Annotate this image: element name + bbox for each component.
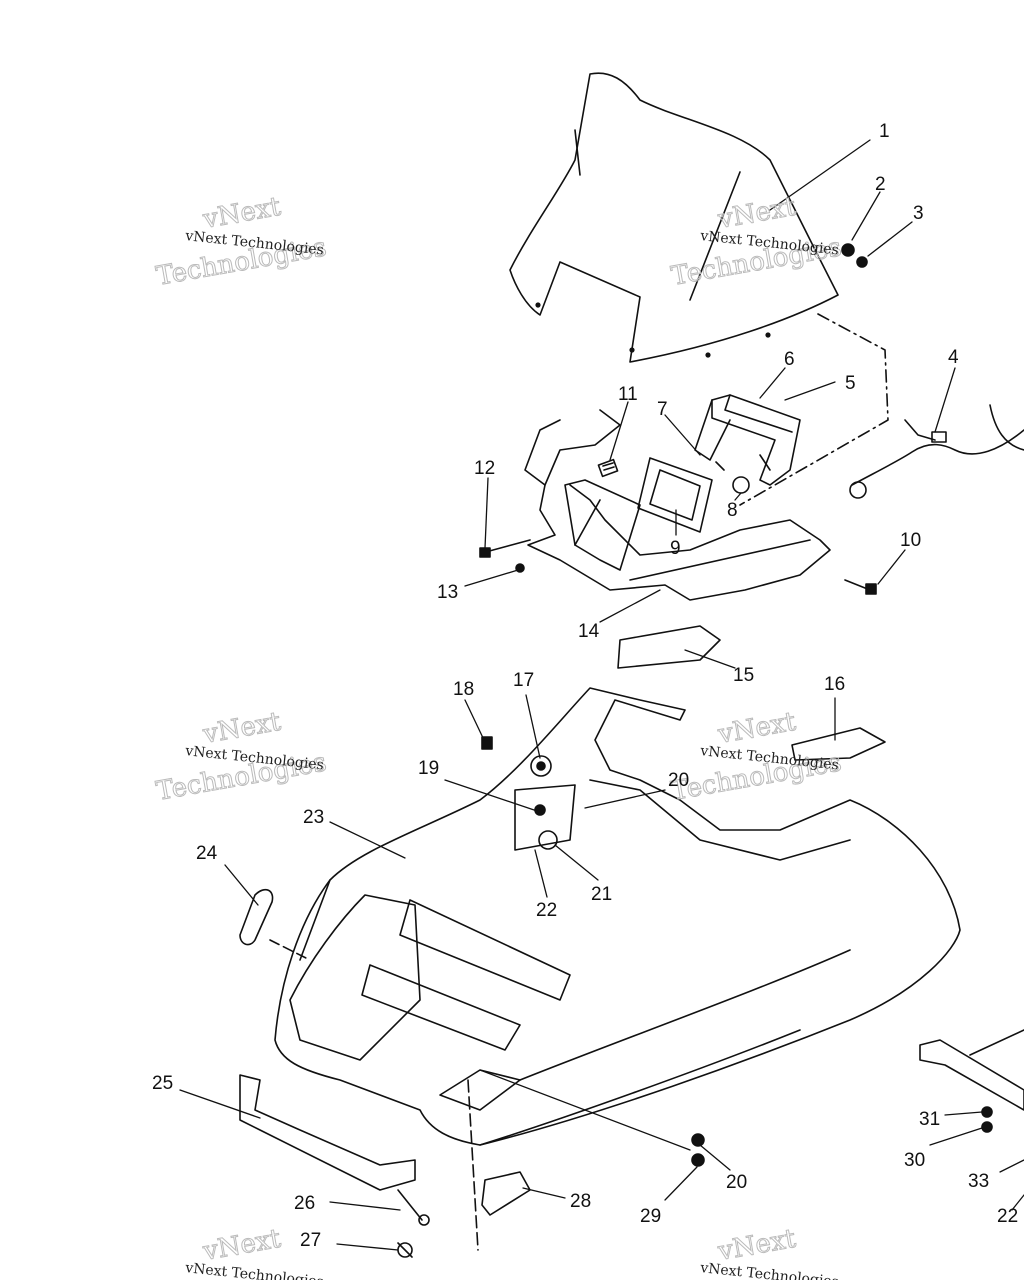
svg-text:vNext: vNext	[200, 707, 283, 750]
callout-labels: 1 2 3 4 5 6 7 8 9 10 11 12 13 14 15 16 1…	[152, 121, 1018, 1251]
callout-23: 23	[303, 807, 324, 828]
watermark-bottom-right: vNext vNext Technologies	[699, 1223, 840, 1280]
windshield	[509, 72, 839, 363]
spring	[597, 458, 619, 478]
svg-text:vNext: vNext	[715, 192, 798, 235]
callout-3: 3	[913, 203, 924, 224]
svg-text:vNext Technologies: vNext Technologies	[699, 1260, 840, 1280]
callout-28: 28	[570, 1191, 591, 1212]
callout-22-lower: 22	[997, 1206, 1018, 1227]
callout-6: 6	[784, 349, 795, 370]
callout-16: 16	[824, 674, 845, 695]
callout-8: 8	[727, 500, 738, 521]
svg-text:vNext Technologies: vNext Technologies	[184, 1260, 325, 1280]
callout-33: 33	[968, 1171, 989, 1192]
watermark-mid-right: vNext Technologies vNext Technologies	[669, 706, 845, 807]
headlight-bulb	[715, 461, 750, 494]
wiring-harness	[849, 404, 1024, 499]
callout-5: 5	[845, 373, 856, 394]
callout-25: 25	[152, 1073, 173, 1094]
lock-nut	[691, 1133, 705, 1167]
grab-handle	[239, 888, 274, 946]
cover-plate-2	[791, 727, 886, 761]
headlamp	[637, 457, 713, 533]
callout-20-lower: 20	[726, 1172, 747, 1193]
svg-text:vNext: vNext	[715, 707, 798, 750]
callout-29: 29	[640, 1206, 661, 1227]
windshield-nut	[841, 243, 868, 268]
front-bumper-bracket	[239, 1074, 416, 1191]
callout-18: 18	[453, 679, 474, 700]
callout-24: 24	[196, 843, 218, 864]
callout-2: 2	[875, 174, 886, 195]
callout-7: 7	[657, 399, 668, 420]
callout-13: 13	[437, 582, 458, 603]
screw-bolt	[479, 539, 877, 595]
callout-27: 27	[300, 1230, 321, 1251]
hood	[274, 687, 961, 1146]
headlight-bracket	[524, 409, 831, 601]
alignment-line-28	[467, 1079, 479, 1251]
callout-1: 1	[879, 121, 890, 142]
svg-text:vNext: vNext	[200, 192, 283, 235]
callout-26: 26	[294, 1193, 315, 1214]
headlight-housing	[694, 394, 801, 486]
cover-plate	[617, 625, 721, 669]
watermark-top-left: vNext Technologies vNext Technologies	[154, 191, 330, 292]
callout-30: 30	[904, 1150, 925, 1171]
pivot-pin	[397, 1189, 430, 1226]
retainer-clip	[397, 1242, 413, 1258]
callout-19: 19	[418, 758, 439, 779]
hood-latch	[481, 736, 576, 851]
callout-4: 4	[948, 347, 959, 368]
callout-17: 17	[513, 670, 534, 691]
svg-text:vNext: vNext	[715, 1224, 798, 1267]
leader-lines	[179, 139, 1024, 1251]
callout-11: 11	[618, 384, 638, 405]
watermark-top-right: vNext Technologies vNext Technologies	[669, 191, 845, 292]
callout-31: 31	[919, 1109, 940, 1130]
callout-9: 9	[670, 538, 681, 559]
alignment-line-24	[269, 939, 311, 961]
callout-15: 15	[733, 665, 754, 686]
callout-14: 14	[578, 621, 600, 642]
callout-10: 10	[900, 530, 921, 551]
callout-20: 20	[668, 770, 689, 791]
watermark-mid-left: vNext Technologies vNext Technologies	[154, 706, 330, 807]
callout-21: 21	[591, 884, 612, 905]
svg-text:vNext: vNext	[200, 1224, 283, 1267]
filler-plate	[481, 1171, 531, 1216]
callout-22: 22	[536, 900, 557, 921]
callout-12: 12	[474, 458, 495, 479]
